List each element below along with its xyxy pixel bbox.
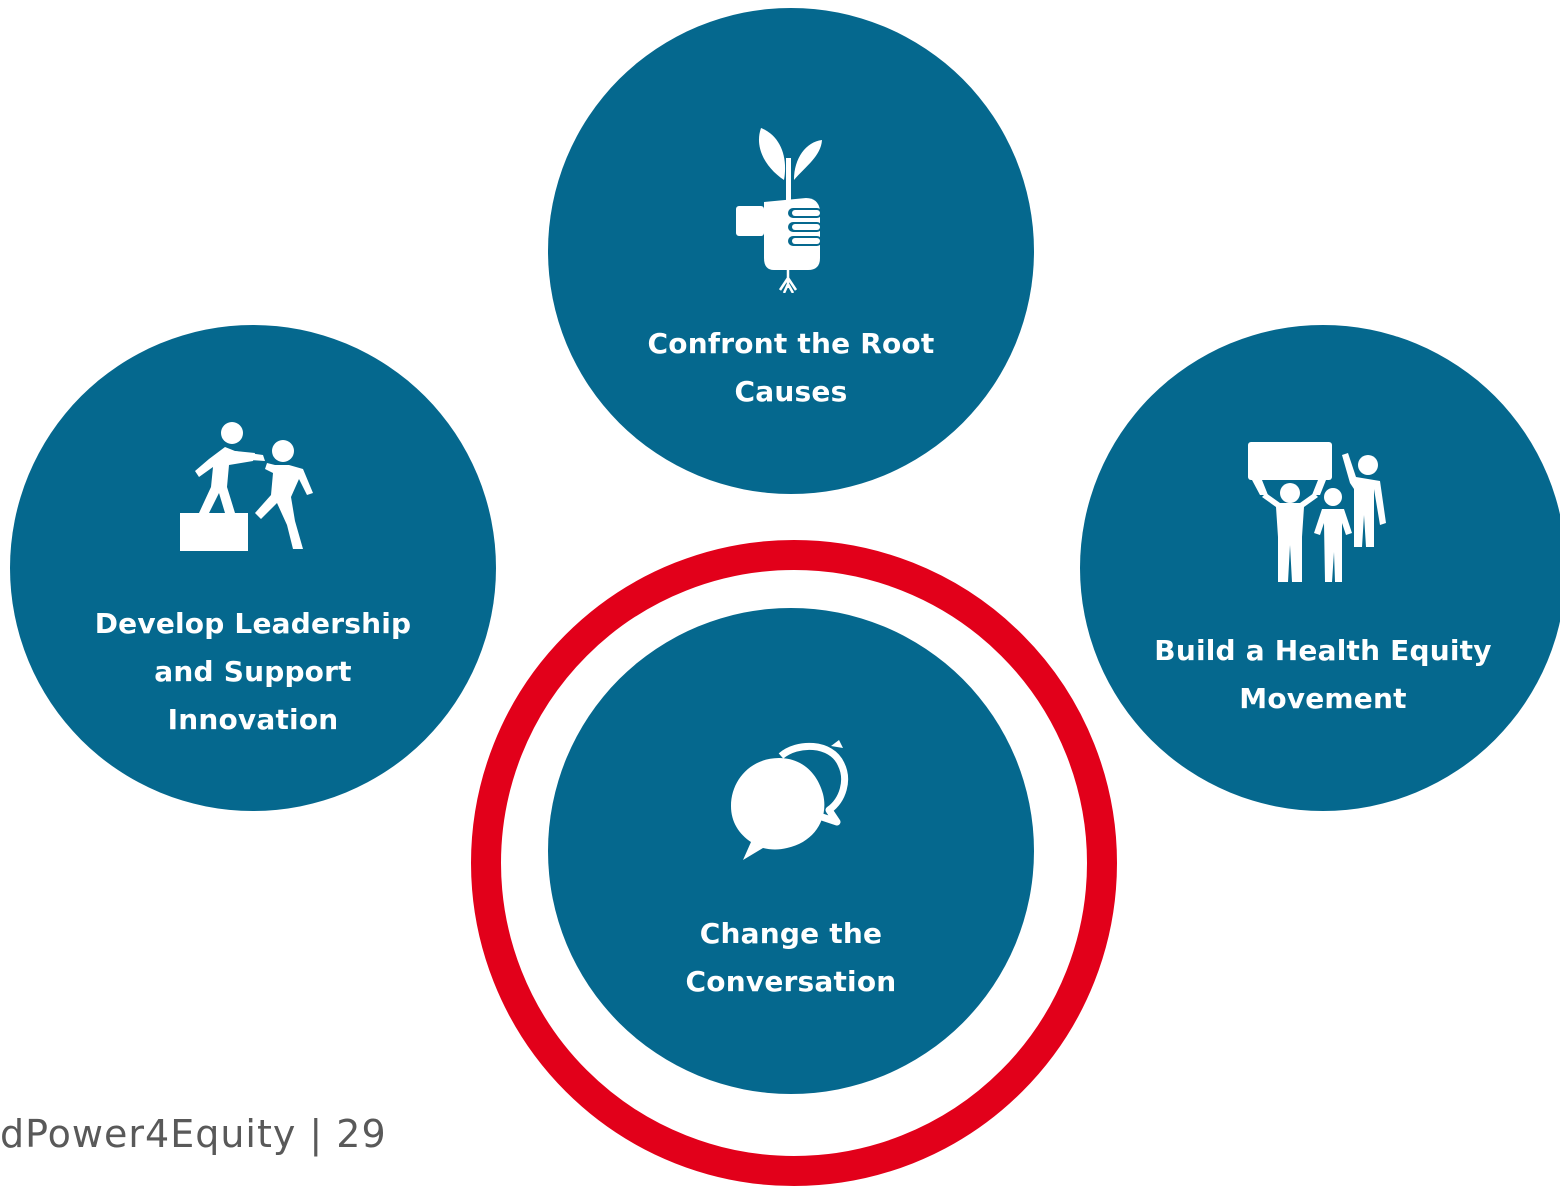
people-holding-sign-icon — [1248, 442, 1386, 582]
label-change-conversation: Change the Conversation — [685, 917, 897, 998]
label-develop-leadership: Develop Leadership and Support Innovatio… — [94, 607, 412, 736]
helping-hand-climb-icon — [180, 422, 313, 551]
circle-confront-root-causes: Confront the Root Causes — [548, 8, 1034, 494]
label-confront-root-causes: Confront the Root Causes — [647, 327, 935, 408]
plant-in-fist-icon — [736, 128, 822, 293]
speech-bubble-icon — [731, 740, 848, 860]
footer-page-label: dPower4Equity | 29 — [0, 1112, 387, 1156]
circle-change-conversation: Change the Conversation — [548, 608, 1034, 1094]
circle-build-movement: Build a Health Equity Movement — [1080, 325, 1560, 811]
circle-develop-leadership: Develop Leadership and Support Innovatio… — [10, 325, 496, 811]
label-build-movement: Build a Health Equity Movement — [1154, 634, 1492, 715]
